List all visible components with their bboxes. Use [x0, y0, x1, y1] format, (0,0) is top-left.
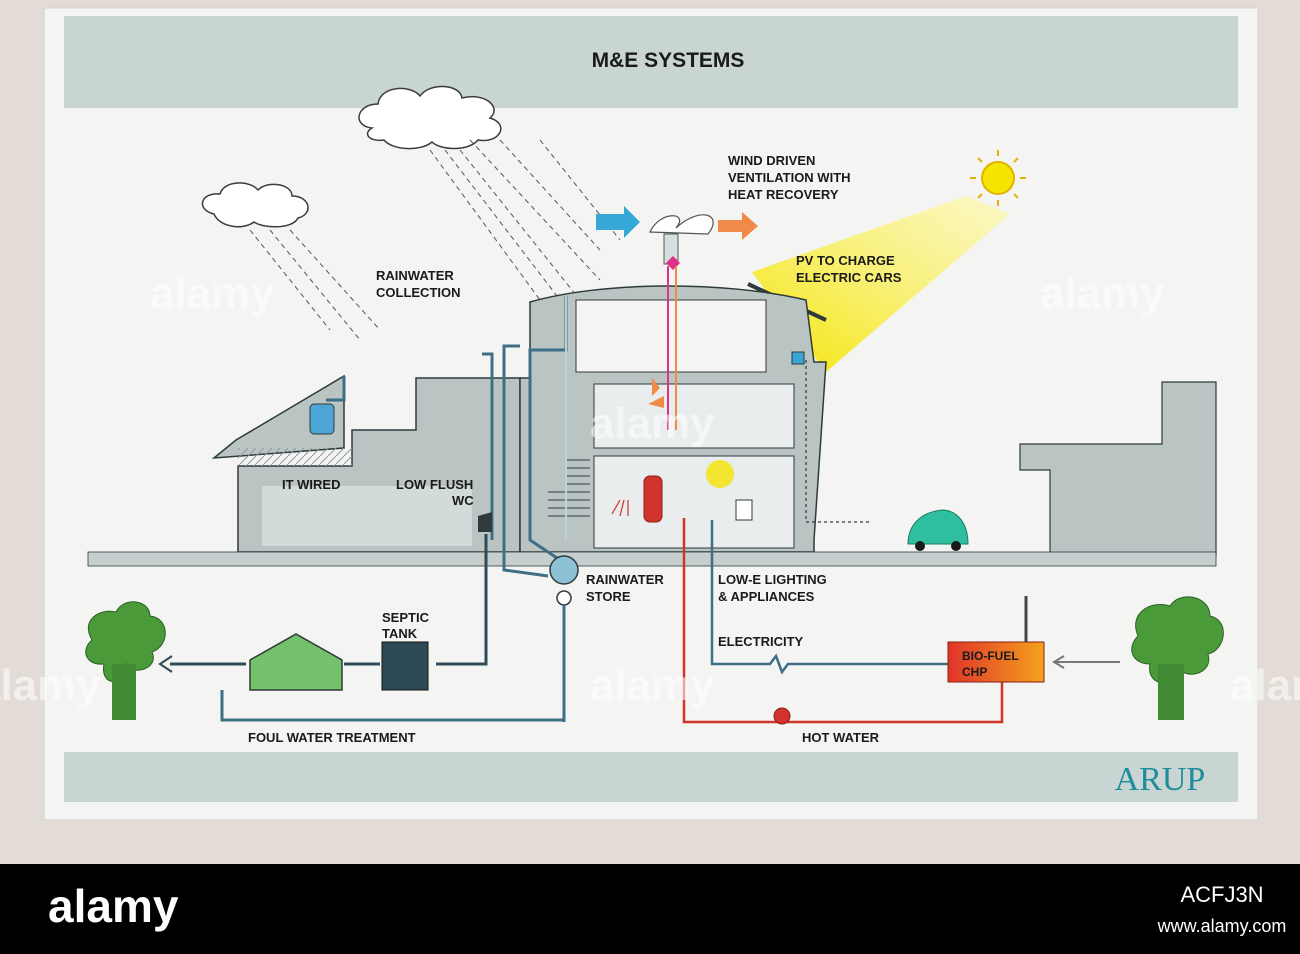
rainwater-store-label-1: RAINWATER	[586, 572, 664, 587]
alamy-footer	[0, 864, 1300, 954]
image-id: ACFJ3N	[1180, 882, 1263, 907]
page-title: M&E SYSTEMS	[592, 49, 745, 72]
watermark: alamy	[1040, 269, 1165, 318]
watermark: alamy	[590, 399, 715, 448]
circulator-pump-icon	[773, 707, 791, 725]
low-e-label-2: & APPLIANCES	[718, 589, 815, 604]
it-wired-label: IT WIRED	[282, 477, 341, 492]
low-flush-label-1: LOW FLUSH	[396, 477, 473, 492]
title-band	[64, 16, 1238, 108]
electricity-line	[710, 520, 948, 675]
rainwater-collection-label-2: COLLECTION	[376, 285, 461, 300]
sunlight-beam	[752, 196, 1010, 372]
foul-water-label: FOUL WATER TREATMENT	[248, 730, 416, 745]
green-roof	[238, 448, 352, 466]
pv-inverter-icon	[791, 351, 805, 365]
alamy-logo: alamy	[48, 880, 179, 932]
shower-icon	[611, 499, 629, 517]
low-flush-label-2: WC	[452, 493, 474, 508]
car-wheel-icon	[915, 541, 925, 551]
biofuel-label-1: BIO-FUEL	[962, 649, 1019, 663]
middle-floor	[593, 383, 795, 449]
ground-floor	[593, 455, 795, 549]
wind-label-3: HEAT RECOVERY	[728, 187, 839, 202]
fresh-air-arrow-icon	[596, 206, 640, 238]
fuel-arrow-icon	[1052, 655, 1065, 669]
rainwater-store-icon	[549, 555, 579, 585]
left-interior	[262, 486, 472, 546]
return-pipe	[220, 690, 564, 722]
rainwater-collection-label-1: RAINWATER	[376, 268, 454, 283]
tree-right-icon	[1131, 596, 1224, 720]
rainwater-pipes	[326, 296, 568, 578]
sun-icon	[970, 150, 1026, 206]
biofuel-label-2: CHP	[962, 665, 987, 679]
alamy-url: www.alamy.com	[1157, 916, 1287, 936]
stairs	[548, 459, 590, 517]
wind-label-2: VENTILATION WITH	[728, 170, 851, 185]
electric-car-icon	[907, 509, 969, 545]
reedbed-icon	[249, 633, 343, 691]
arup-logo: ARUP	[1115, 761, 1206, 798]
electricity-label: ELECTRICITY	[718, 634, 804, 649]
septic-tank-icon	[381, 641, 429, 691]
outflow-arrow-icon	[158, 655, 173, 673]
rain-streaks	[249, 139, 621, 341]
air-arrow-2-icon	[648, 396, 664, 408]
hot-water-label: HOT WATER	[802, 730, 880, 745]
wind-cowl	[649, 214, 714, 235]
pv-cable	[805, 360, 870, 523]
light-glow-icon	[706, 460, 734, 488]
tree-left-icon	[85, 601, 166, 720]
watermark: alamy	[1230, 661, 1300, 710]
cloud-large	[358, 85, 502, 150]
biofuel-chp-icon	[947, 641, 1045, 683]
hot-water-loop	[682, 518, 1004, 724]
pv-label-2: ELECTRIC CARS	[796, 270, 902, 285]
pv-label-1: PV TO CHARGE	[796, 253, 895, 268]
wc-icon	[478, 512, 492, 532]
rainwater-store-label-2: STORE	[586, 589, 631, 604]
septic-label-1: SEPTIC	[382, 610, 430, 625]
label-wind: WIND DRIVEN VENTILATION WITH HEAT RECOVE…	[728, 153, 851, 202]
pump-icon	[556, 590, 572, 606]
air-arrow-icon	[652, 378, 660, 396]
watermark: alamy	[590, 661, 715, 710]
wind-label-1: WIND DRIVEN	[728, 153, 815, 168]
appliance-icon	[735, 499, 753, 521]
upper-floor	[575, 299, 767, 373]
watermark: alamy	[150, 269, 275, 318]
septic-label-2: TANK	[382, 626, 418, 641]
foul-pipes	[170, 534, 488, 666]
watermark: alamy	[0, 661, 101, 710]
car-wheel-rear-icon	[951, 541, 961, 551]
low-e-label-1: LOW-E LIGHTING	[718, 572, 827, 587]
cloud-small	[201, 182, 309, 228]
boiler-cylinder-icon	[643, 475, 663, 523]
water-butt-icon	[309, 403, 335, 435]
exhaust-air-arrow-icon	[718, 212, 758, 240]
footer-band	[64, 752, 1238, 802]
ground	[87, 551, 1217, 567]
